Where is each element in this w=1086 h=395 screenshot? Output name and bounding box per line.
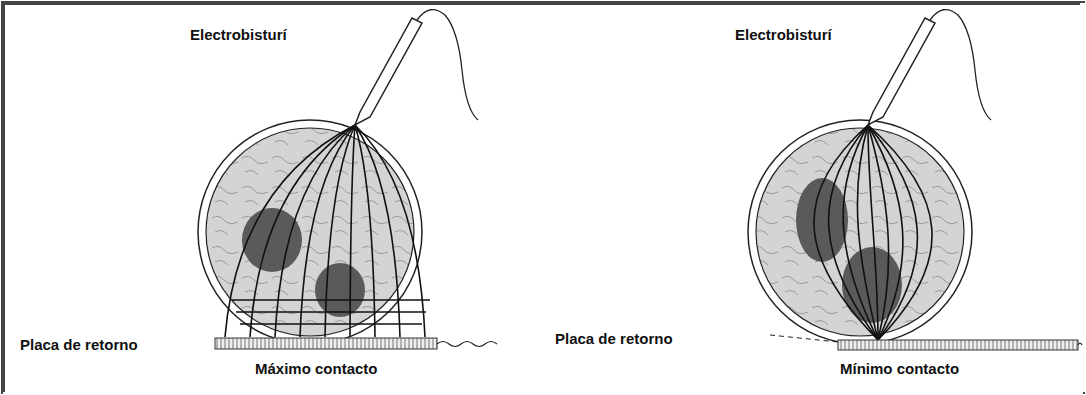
current-line	[350, 125, 355, 337]
current-line	[240, 323, 422, 325]
electrode	[868, 10, 991, 125]
current-line	[225, 125, 355, 337]
current-line	[355, 125, 400, 337]
current-line	[829, 125, 878, 340]
electrode	[355, 10, 478, 125]
instrument-label: Electrobisturí	[190, 26, 287, 43]
current-line	[843, 125, 878, 340]
organ	[242, 208, 302, 272]
organ	[796, 178, 848, 262]
current-line	[236, 311, 426, 313]
left-body	[198, 10, 497, 349]
instrument-label: Electrobisturí	[735, 26, 832, 43]
plate-label: Placa de retorno	[20, 336, 138, 353]
frame	[3, 3, 1083, 392]
current-line	[250, 125, 355, 337]
current-line	[868, 125, 917, 340]
current-line	[868, 125, 932, 340]
plate-label: Placa de retorno	[555, 330, 673, 347]
current-line	[814, 125, 878, 340]
current-line	[300, 125, 355, 337]
current-line	[275, 125, 355, 337]
caption-label: Mínimo contacto	[840, 360, 959, 377]
caption-label: Máximo contacto	[255, 360, 378, 377]
return-plate	[215, 338, 437, 349]
current-line	[355, 125, 425, 337]
current-line	[325, 125, 355, 337]
current-line	[232, 299, 430, 301]
right-body	[748, 10, 1082, 350]
return-plate	[838, 340, 1078, 350]
current-line	[857, 125, 878, 340]
current-line	[868, 125, 889, 340]
organ	[315, 263, 365, 317]
